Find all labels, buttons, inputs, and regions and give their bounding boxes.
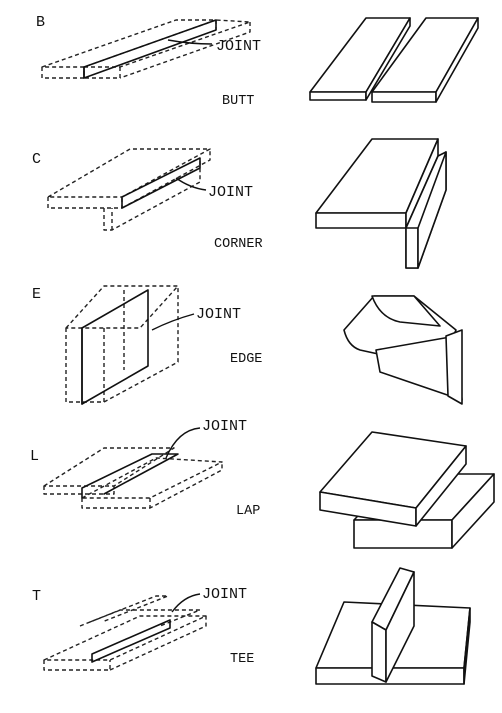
lap-joint-label: JOINT (202, 418, 247, 435)
lap-name-label: LAP (236, 504, 260, 519)
corner-letter: C (32, 151, 41, 168)
butt-joint-label: JOINT (216, 38, 261, 55)
lap-joint-row: L JOINT LAP (30, 418, 495, 549)
butt-joint-drawing (309, 17, 479, 103)
corner-joint-label: JOINT (208, 184, 253, 201)
edge-leader-line (151, 313, 195, 331)
tee-joint-label: JOINT (202, 586, 247, 603)
tee-joint-sketch (43, 595, 207, 671)
butt-name-label: BUTT (222, 94, 254, 109)
butt-joint-row: B JOINT BUTT (36, 14, 479, 109)
tee-leader-line (171, 593, 201, 613)
butt-leader-line (167, 39, 213, 45)
lap-joint-drawing (319, 431, 495, 549)
corner-name-label: CORNER (214, 237, 263, 252)
edge-joint-label: JOINT (196, 306, 241, 323)
corner-joint-drawing (315, 138, 447, 269)
lap-leader-line (165, 427, 201, 459)
corner-joint-row: C JOINT CORNER (32, 138, 447, 269)
tee-joint-row: T JOINT TEE (32, 567, 471, 685)
tee-name-label: TEE (230, 652, 254, 667)
edge-joint-drawing (343, 295, 463, 405)
butt-letter: B (36, 14, 45, 31)
lap-joint-sketch (43, 447, 223, 509)
edge-letter: E (32, 286, 41, 303)
tee-joint-drawing (315, 567, 471, 685)
butt-joint-sketch (41, 19, 251, 79)
edge-joint-row: E JOINT EDGE (32, 285, 463, 405)
lap-letter: L (30, 448, 39, 465)
edge-name-label: EDGE (230, 352, 262, 367)
corner-leader-line (175, 177, 207, 191)
corner-joint-sketch (47, 148, 211, 231)
tee-letter: T (32, 588, 41, 605)
edge-joint-sketch (65, 285, 179, 405)
